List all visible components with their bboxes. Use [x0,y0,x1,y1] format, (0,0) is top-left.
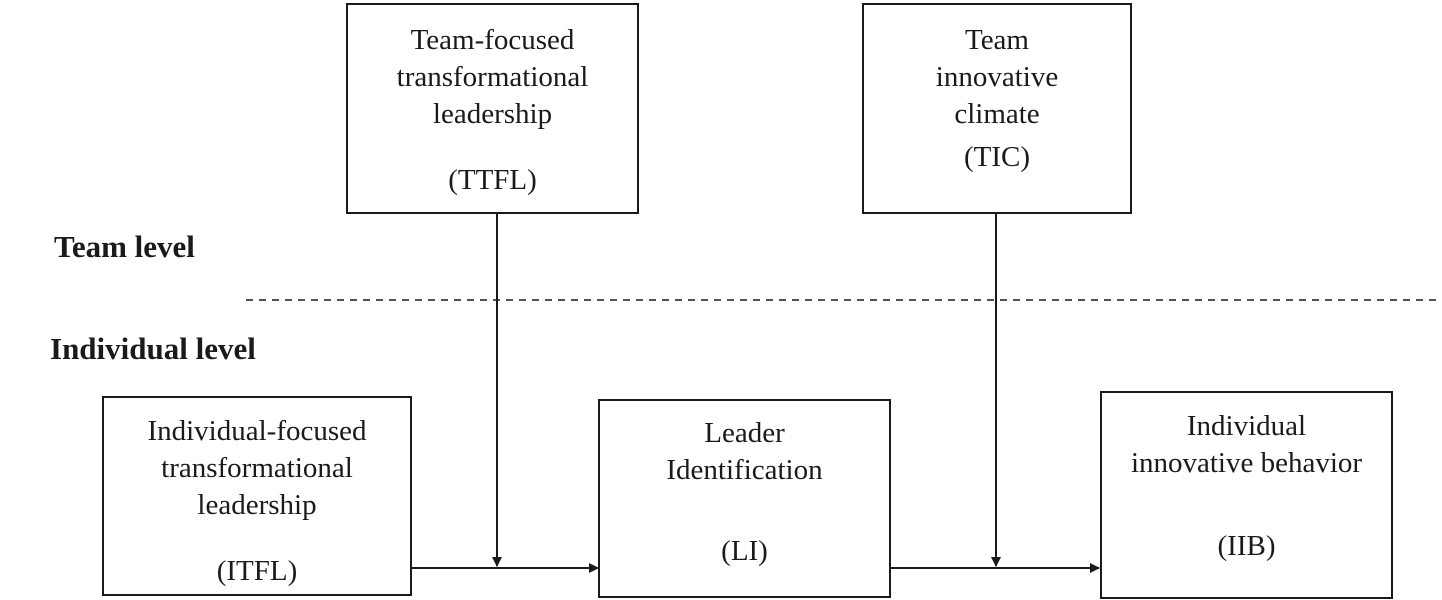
ttfl-box: Team-focused transformational leadership… [346,3,639,214]
ttfl-abbreviation: (TTFL) [448,164,537,196]
itfl-name-line: Individual-focused [147,415,367,447]
li-box: Leader Identification (LI) [598,399,891,598]
iib-abbreviation: (IIB) [1217,530,1276,562]
iib-box: Individual innovative behavior (IIB) [1100,391,1393,599]
li-name-line: Leader [704,417,785,449]
iib-name-line: Individual [1186,410,1307,442]
itfl-name-line: transformational [161,452,353,484]
li-name-line: Identification [666,454,823,486]
individual-level-label: Individual level [50,331,256,366]
tic-name-line: Team [965,24,1029,56]
itfl-abbreviation: (ITFL) [216,555,298,587]
itfl-name-line: leadership [197,489,317,521]
tic-abbreviation: (TIC) [963,141,1031,173]
ttfl-name-line: transformational [396,61,589,93]
ttfl-name-line: Team-focused [410,24,575,56]
tic-box: Team innovative climate (TIC) [862,3,1132,214]
team-level-label: Team level [54,229,195,264]
tic-name-line: climate [954,98,1040,130]
li-abbreviation: (LI) [721,535,768,567]
itfl-box: Individual-focused transformational lead… [102,396,412,596]
iib-name-line: innovative behavior [1130,447,1363,479]
tic-name-line: innovative [935,61,1059,93]
ttfl-name-line: leadership [432,98,553,130]
